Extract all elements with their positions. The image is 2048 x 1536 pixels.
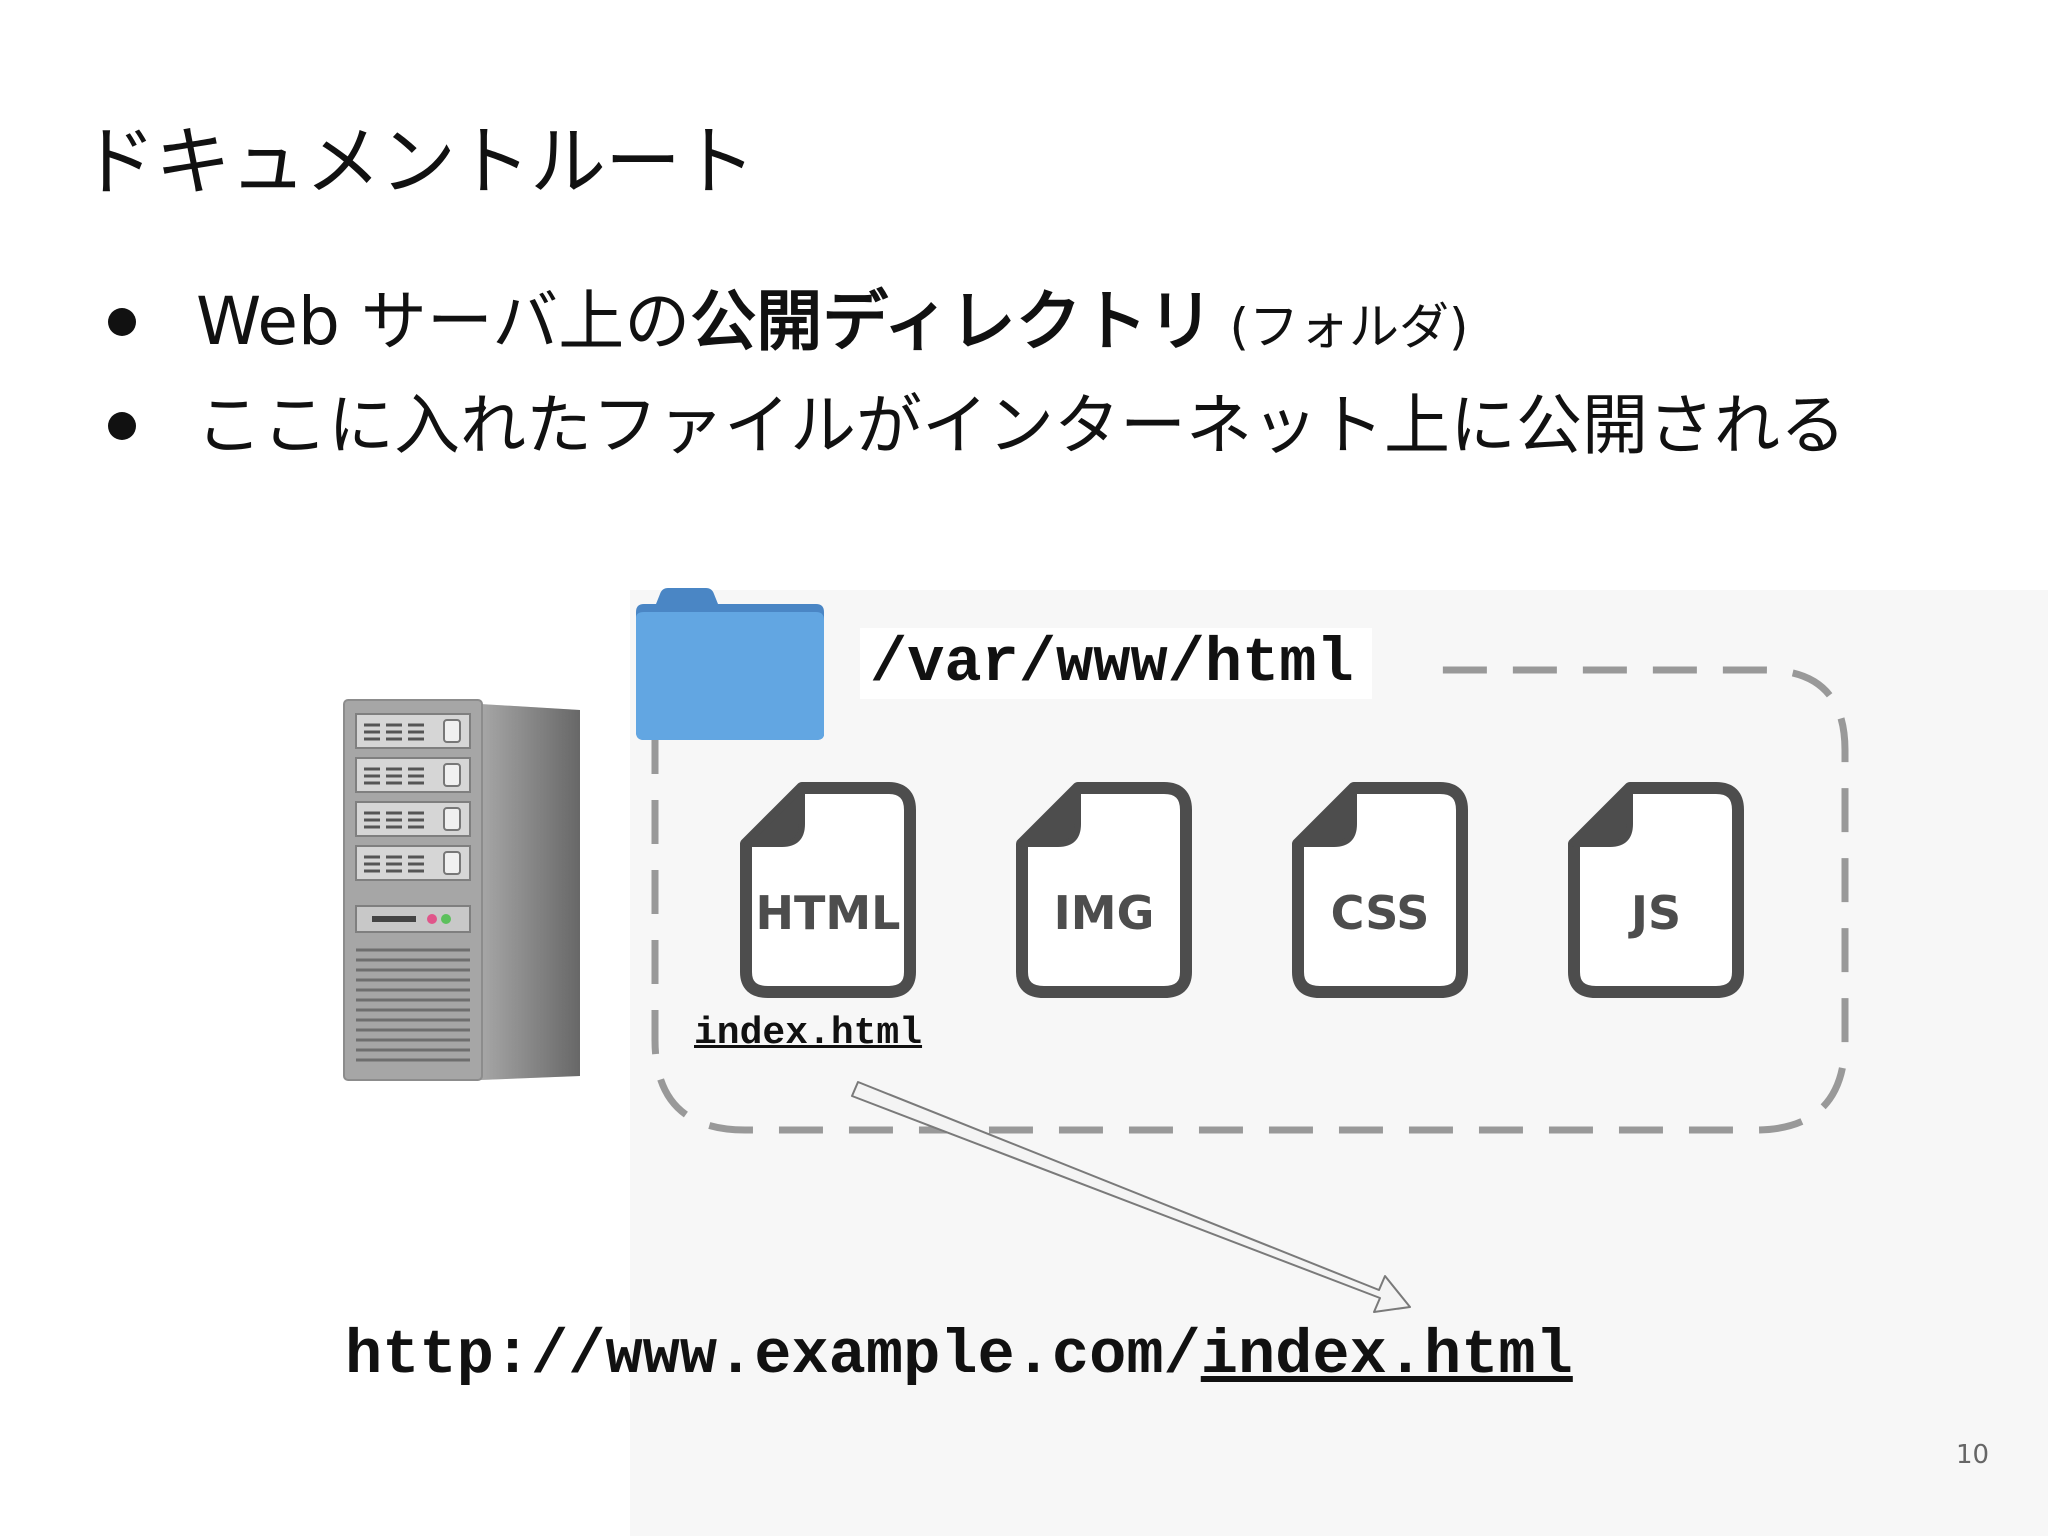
bullet-text-note: (フォルダ)	[1213, 298, 1469, 356]
page-number: 10	[1956, 1440, 1990, 1470]
directory-boundary	[651, 666, 1849, 1134]
bullet-list: Web サーバ上の公開ディレクトリ (フォルダ) ここに入れたファイルがインター…	[100, 270, 2000, 478]
url-prefix: http://www.example.com/	[345, 1320, 1201, 1391]
file-type-label: IMG	[1053, 886, 1155, 940]
folder-icon	[636, 588, 824, 740]
url-text: http://www.example.com/index.html	[345, 1320, 1573, 1391]
css-file-icon: CSS	[1290, 780, 1470, 1000]
bullet-dot-icon	[108, 308, 136, 336]
url-file: index.html	[1200, 1320, 1573, 1391]
bullet-item: ここに入れたファイルがインターネット上に公開される	[100, 374, 2000, 478]
file-type-label: HTML	[755, 886, 901, 940]
bullet-item: Web サーバ上の公開ディレクトリ (フォルダ)	[100, 270, 2000, 374]
bullet-text: ここに入れたファイルがインターネット上に公開される	[196, 387, 1846, 464]
slide-title: ドキュメントルート	[80, 117, 756, 206]
bullet-text: Web サーバ上の	[196, 283, 691, 360]
index-file-caption: index.html	[694, 1012, 923, 1055]
diagram-background	[630, 590, 2048, 1536]
js-file-icon: JS	[1566, 780, 1746, 1000]
server-icon	[343, 699, 580, 1081]
img-file-icon: IMG	[1014, 780, 1194, 1000]
bullet-dot-icon	[108, 412, 136, 440]
bullet-text-bold: 公開ディレクトリ	[690, 283, 1214, 360]
html-file-icon: HTML	[738, 780, 918, 1000]
file-type-label: CSS	[1330, 886, 1430, 940]
directory-path-label: /var/www/html	[860, 628, 1372, 699]
file-type-label: JS	[1630, 886, 1682, 940]
